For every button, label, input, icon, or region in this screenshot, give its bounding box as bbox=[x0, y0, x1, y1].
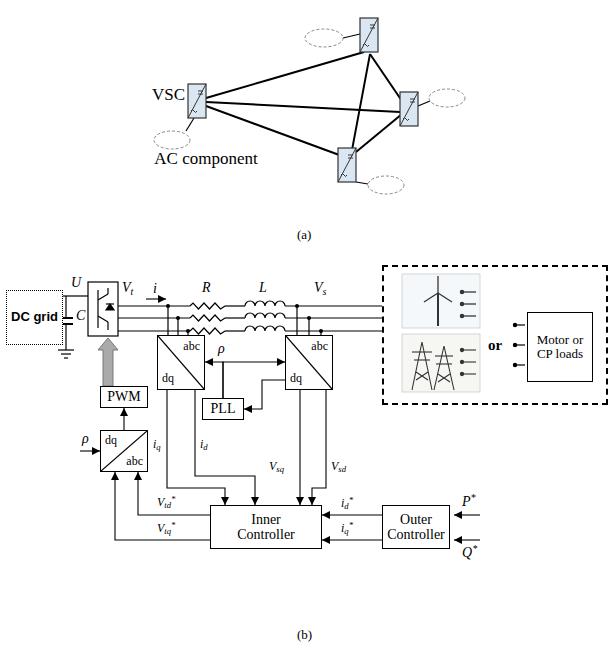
three-phase-wires bbox=[118, 301, 382, 335]
node-text: abc bbox=[126, 455, 143, 468]
outer-controller-box: Outer Controller bbox=[382, 505, 450, 549]
signal-connector bbox=[123, 408, 124, 430]
converter-symbol bbox=[88, 282, 118, 336]
signal-label: iq* bbox=[340, 522, 354, 535]
abc-dq-transform: abc dq bbox=[285, 335, 333, 390]
current-arrow bbox=[146, 298, 166, 299]
signal-connector bbox=[322, 514, 382, 515]
voltage-label: U bbox=[71, 275, 81, 290]
dq-abc-transform: dqabc bbox=[100, 430, 148, 472]
node-text: abc bbox=[183, 340, 200, 353]
node-text: dq bbox=[290, 372, 302, 385]
signal-connector bbox=[195, 390, 255, 505]
gate-signal-arrow bbox=[98, 338, 118, 386]
signal-connector bbox=[312, 390, 326, 505]
voltage-label: Vs bbox=[314, 280, 327, 295]
ac-side-region: or Motor or CP loads bbox=[382, 265, 608, 405]
signal-label: Vsd bbox=[330, 460, 347, 473]
transmission-tower-icon bbox=[402, 334, 480, 392]
resistor-label: R bbox=[202, 280, 211, 295]
signal-connector bbox=[322, 539, 382, 540]
wind-turbine-icon bbox=[402, 274, 480, 328]
network-lines bbox=[206, 52, 404, 156]
signal-connector bbox=[138, 472, 210, 515]
signal-connector bbox=[115, 472, 210, 540]
load-terminals bbox=[513, 323, 525, 366]
motor-load-box: Motor or CP loads bbox=[527, 312, 593, 382]
node-text: or bbox=[488, 337, 502, 354]
panel-label: (b) bbox=[297, 628, 312, 642]
current-label: i bbox=[153, 281, 157, 296]
signal-connector bbox=[299, 390, 300, 505]
reference-label: Q* bbox=[462, 545, 477, 560]
capacitor-label: C bbox=[76, 308, 85, 323]
reference-label: P* bbox=[462, 494, 476, 509]
signal-connector bbox=[244, 380, 285, 409]
signal-label: Vtq* bbox=[156, 522, 176, 535]
ac-component-ellipses bbox=[154, 29, 465, 194]
component-label: VSC bbox=[152, 86, 185, 105]
node-text: Outer Controller bbox=[384, 512, 448, 543]
inner-controller-box: Inner Controller bbox=[210, 505, 322, 549]
node-text: Motor or CP loads bbox=[532, 333, 588, 362]
node-text: dq bbox=[105, 434, 117, 447]
node-text: DC grid bbox=[11, 310, 58, 324]
angle-label: ρ bbox=[82, 431, 89, 446]
inductor-label: L bbox=[259, 280, 267, 295]
node-text: Inner Controller bbox=[225, 512, 307, 543]
signal-connector bbox=[205, 362, 223, 398]
pll-box: PLL bbox=[202, 398, 244, 420]
signal-label: id bbox=[199, 438, 209, 451]
signal-label: id* bbox=[340, 497, 354, 510]
node-text: abc bbox=[311, 340, 328, 353]
voltage-label: Vt bbox=[122, 280, 133, 295]
node-text: PLL bbox=[211, 401, 236, 416]
abc-dq-transform: abc dq bbox=[157, 335, 205, 390]
panel-label: (a) bbox=[297, 228, 311, 242]
component-label: AC component bbox=[150, 150, 262, 169]
signal-label: iq bbox=[152, 438, 162, 451]
node-text: PWM bbox=[107, 389, 140, 404]
dc-grid-box: DC grid bbox=[6, 290, 63, 345]
signal-label: Vsq bbox=[268, 460, 285, 473]
pwm-box: PWM bbox=[100, 386, 148, 408]
node-text: dq bbox=[162, 372, 174, 385]
signal-connector bbox=[223, 362, 285, 398]
signal-label: Vtd* bbox=[156, 496, 176, 509]
angle-label: ρ bbox=[218, 341, 225, 356]
